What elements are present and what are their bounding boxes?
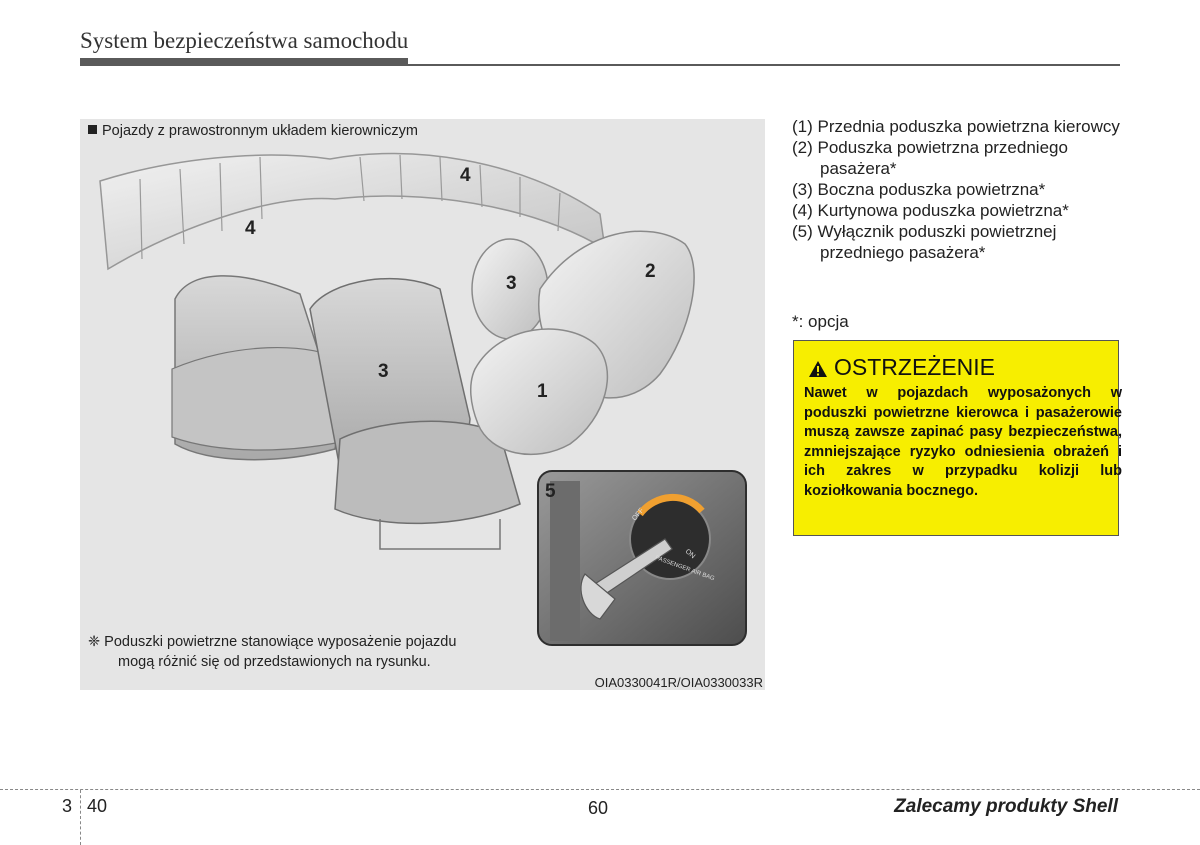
footer-divider <box>0 789 1200 790</box>
legend-item: (3) Boczna poduszka powietrzna* <box>792 180 1046 199</box>
legend-item: (5) Wyłącznik poduszki powietrznej przed… <box>792 222 1057 262</box>
callout-4-rear: 4 <box>245 218 256 239</box>
square-bullet-icon <box>88 125 97 134</box>
option-footnote: *: opcja <box>792 312 849 331</box>
footer-chapter: 3 <box>62 796 73 816</box>
header-rule-thin <box>408 64 1120 66</box>
callout-4-front: 4 <box>460 165 471 186</box>
image-code: OIA0330041R/OIA0330033R <box>594 675 763 690</box>
header-rule-thick <box>80 58 408 66</box>
airbag-legend: (1) Przednia poduszka powietrzna kierowc… <box>792 116 1122 263</box>
footer-page-number: 40 <box>87 796 108 816</box>
footer-sheet-number: 60 <box>588 798 609 818</box>
callout-2: 2 <box>645 261 656 282</box>
figure-note-line1: ❈ Poduszki powietrzne stanowiące wyposaż… <box>88 634 457 650</box>
airbag-drawing: OFF ON PASSENGER AIR BAG 4 4 3 3 2 1 5 <box>99 152 747 646</box>
legend-item: (1) Przednia poduszka powietrzna kierowc… <box>792 117 1120 136</box>
footer-vertical-divider <box>80 790 81 845</box>
warning-title: OSTRZEŻENIE <box>834 354 996 380</box>
warning-heading: OSTRZEŻENIE <box>808 354 995 381</box>
switch-inset: OFF ON PASSENGER AIR BAG <box>537 470 747 646</box>
legend-item: (4) Kurtynowa poduszka powietrzna* <box>792 201 1069 220</box>
section-title: System bezpieczeństwa samochodu <box>80 28 409 53</box>
callout-1: 1 <box>537 381 548 402</box>
figure-note-line2: mogą różnić się od przedstawionych na ry… <box>118 654 431 670</box>
footer-brand-text: Zalecamy produkty Shell <box>894 796 1118 817</box>
callout-3-seat: 3 <box>506 273 517 294</box>
callout-5: 5 <box>545 481 556 502</box>
figure-heading: Pojazdy z prawostronnym układem kierowni… <box>88 123 418 139</box>
callout-3-lower: 3 <box>378 361 389 382</box>
figure-note: ❈ Poduszki powietrzne stanowiące wyposaż… <box>88 632 456 672</box>
warning-triangle-icon <box>809 361 827 377</box>
warning-text: Nawet w pojazdach wyposażonych w poduszk… <box>804 385 1122 499</box>
curtain-airbag <box>99 152 606 271</box>
driver-airbag <box>470 328 609 456</box>
legend-item: (2) Poduszka powietrzna przedniego pasaż… <box>792 138 1068 178</box>
warning-box: OSTRZEŻENIE Nawet w pojazdach wyposażony… <box>793 340 1122 536</box>
airbag-illustration: OFF ON PASSENGER AIR BAG 4 4 3 3 2 1 5 P… <box>80 119 765 690</box>
